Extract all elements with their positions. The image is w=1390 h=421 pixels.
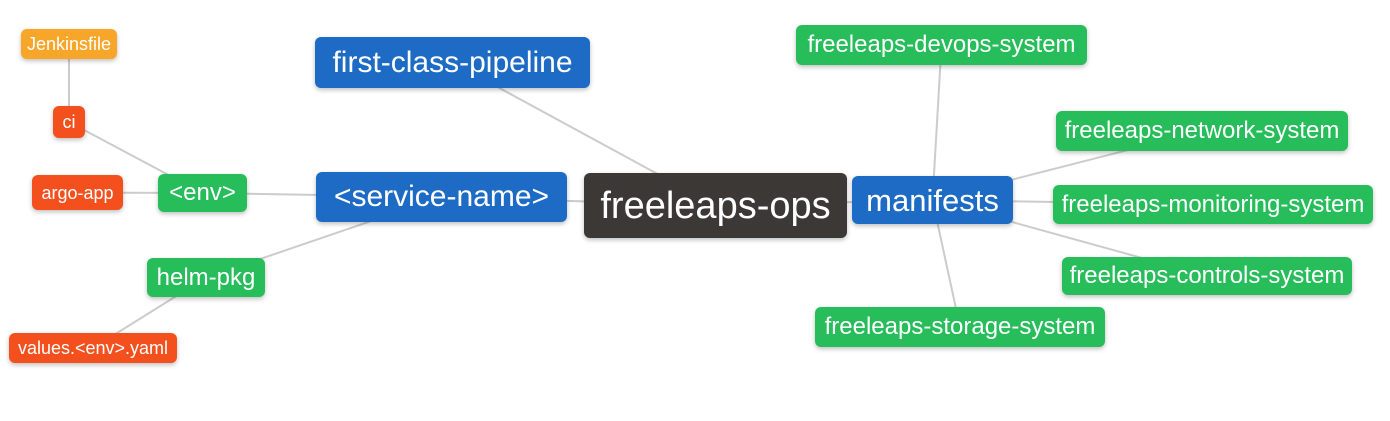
node-ci[interactable]: ci <box>53 106 85 138</box>
node-service-name[interactable]: <service-name> <box>316 172 567 222</box>
node-freeleaps-ops[interactable]: freeleaps-ops <box>584 173 847 238</box>
node-first-class-pipeline[interactable]: first-class-pipeline <box>315 37 590 88</box>
node-argo-app[interactable]: argo-app <box>32 175 123 210</box>
node-monitoring-system[interactable]: freeleaps-monitoring-system <box>1053 185 1373 224</box>
node-storage-system[interactable]: freeleaps-storage-system <box>815 307 1105 347</box>
node-env[interactable]: <env> <box>158 174 247 212</box>
node-controls-system[interactable]: freeleaps-controls-system <box>1062 257 1352 295</box>
node-helm-pkg[interactable]: helm-pkg <box>147 258 265 297</box>
node-network-system[interactable]: freeleaps-network-system <box>1056 111 1348 151</box>
edge-manifests-devops-system <box>931 44 943 201</box>
node-values-env-yaml[interactable]: values.<env>.yaml <box>9 333 177 363</box>
node-manifests[interactable]: manifests <box>852 176 1013 224</box>
node-devops-system[interactable]: freeleaps-devops-system <box>796 25 1087 65</box>
node-jenkinsfile[interactable]: Jenkinsfile <box>21 29 117 59</box>
